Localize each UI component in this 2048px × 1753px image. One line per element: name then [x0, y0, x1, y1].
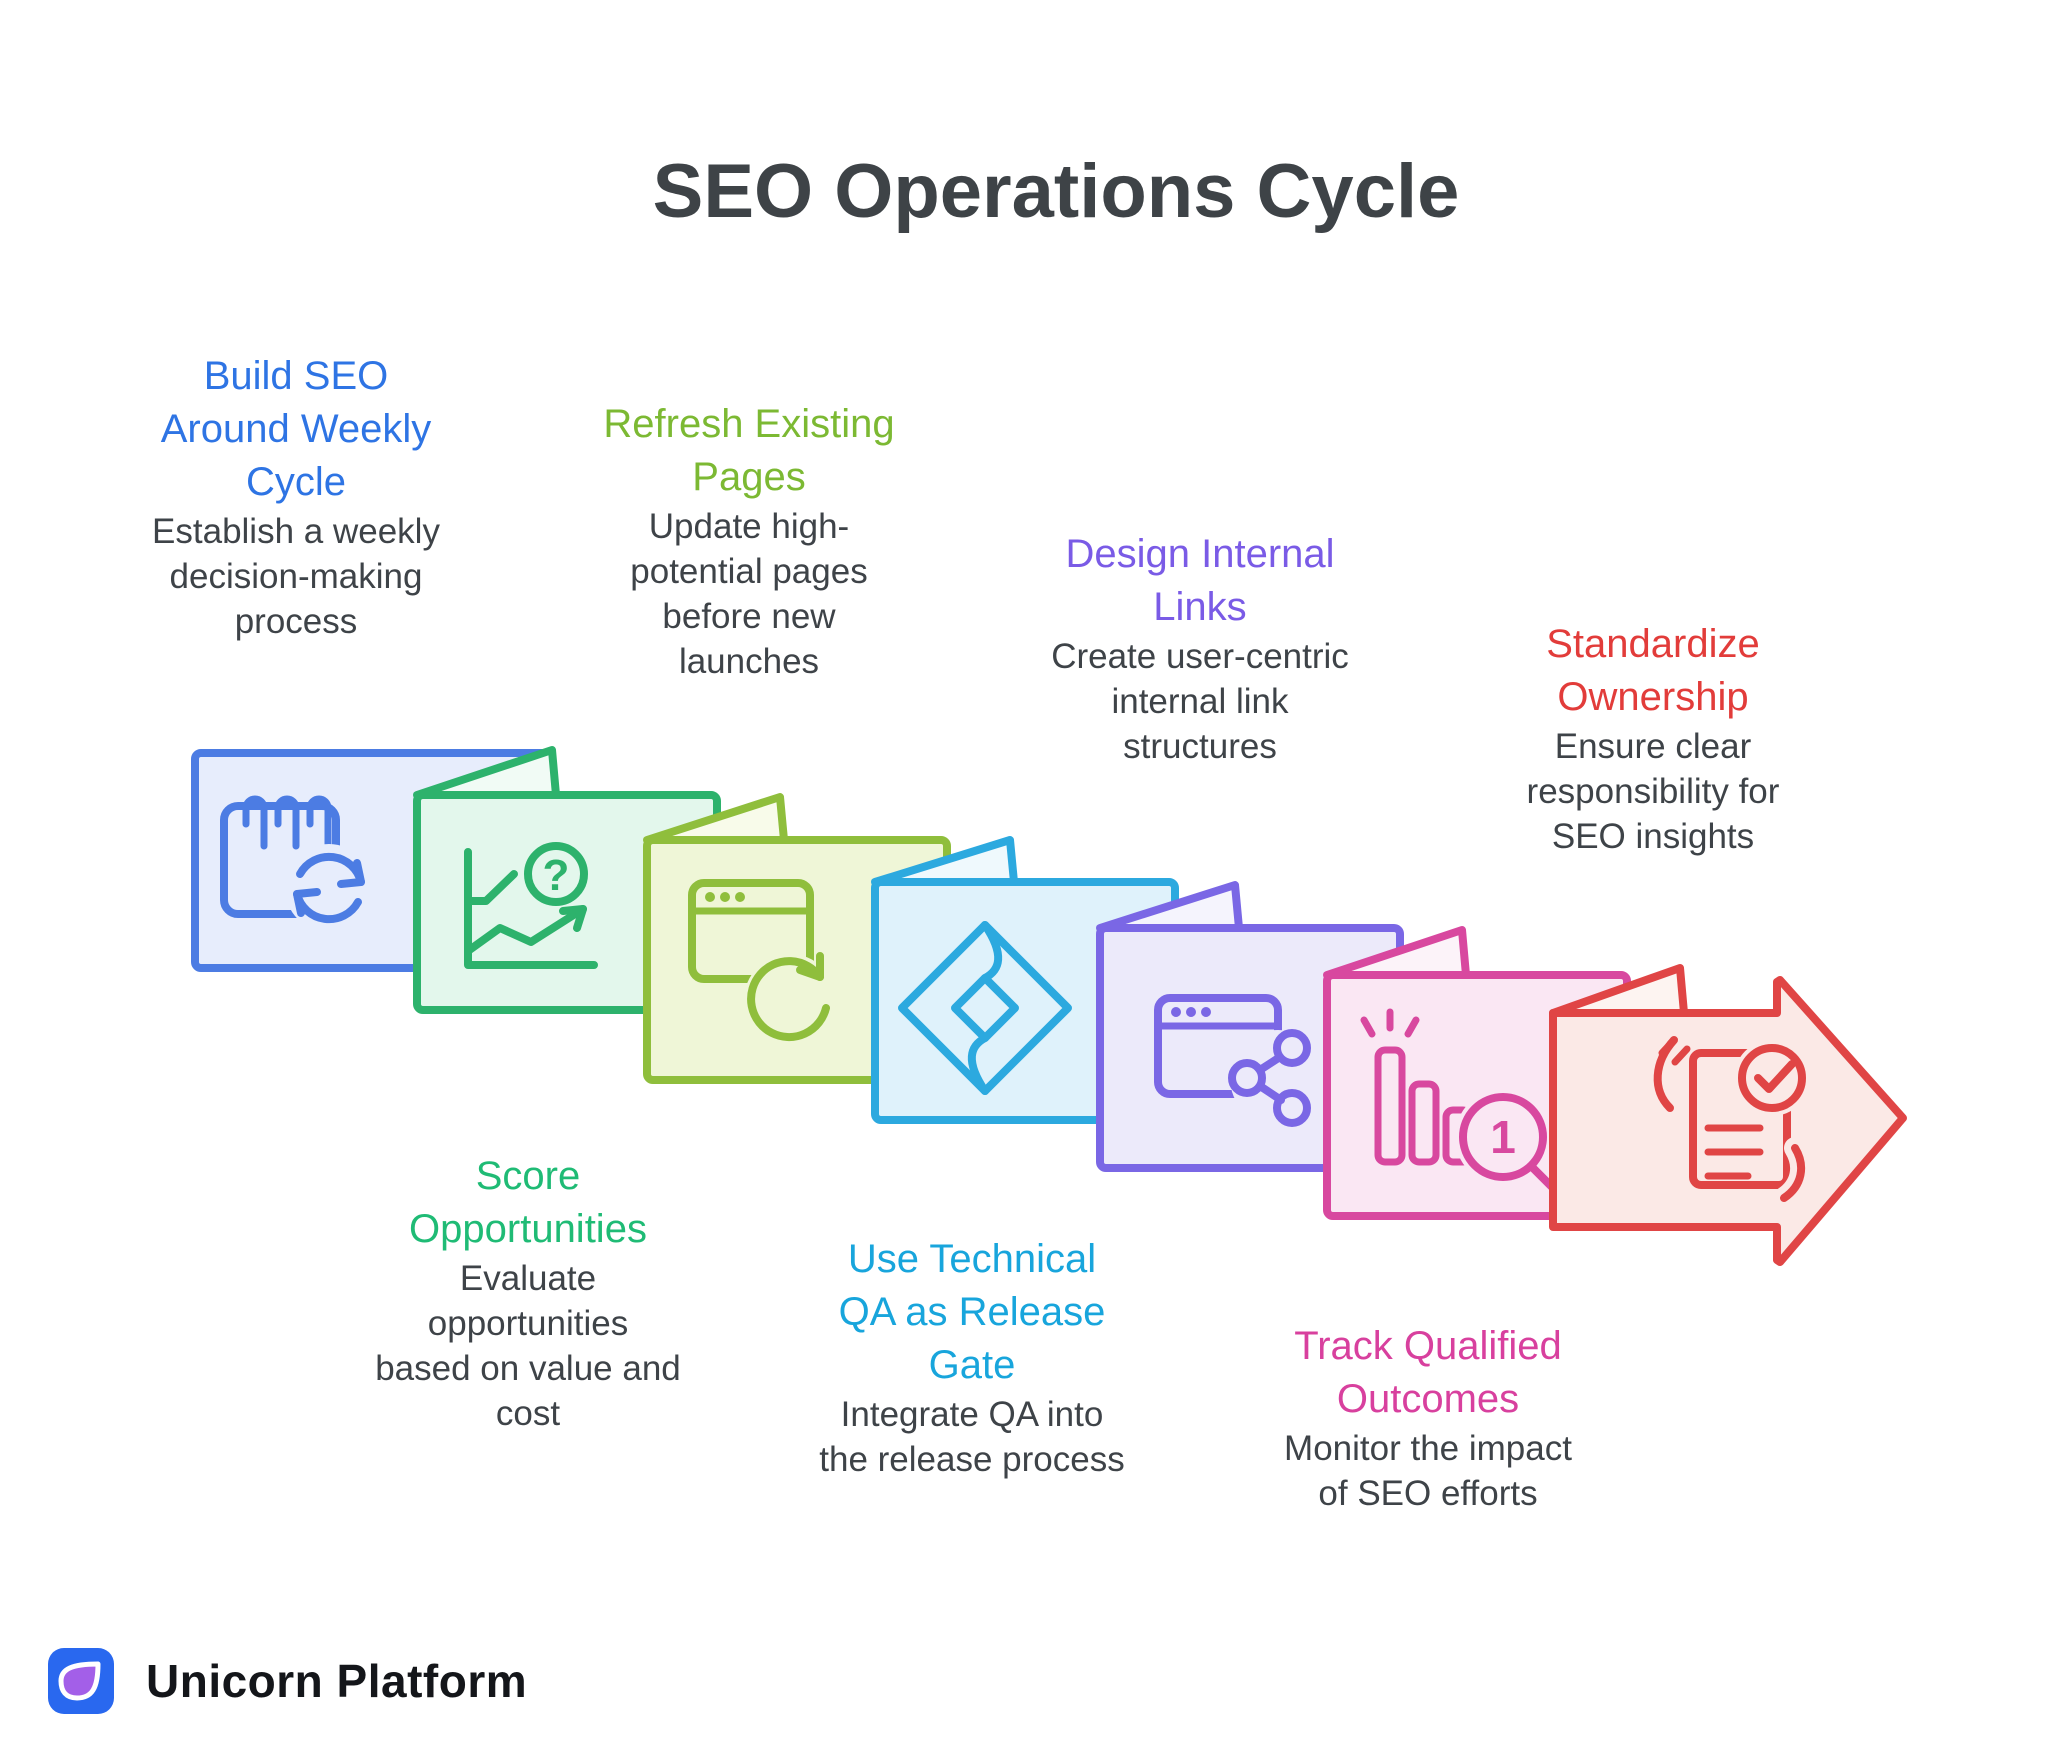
svg-text:1: 1 — [1490, 1111, 1516, 1163]
step-title: Use Technical QA as Release Gate — [838, 1237, 1106, 1387]
browser-share-icon — [1154, 994, 1326, 1127]
step-label-6: Track Qualified Outcomes Monitor the imp… — [1238, 1320, 1618, 1516]
step-label-2: Score Opportunities Evaluate opportuniti… — [338, 1150, 718, 1436]
unicorn-platform-logo — [48, 1648, 114, 1714]
step-title: Standardize Ownership — [1546, 622, 1760, 719]
brand-name: Unicorn Platform — [146, 1655, 528, 1707]
logo-petal-icon — [58, 1661, 101, 1701]
footer-brand-bar: Unicorn Platform — [48, 1648, 527, 1714]
step-description: Monitor the impact of SEO efforts — [1284, 1429, 1572, 1513]
svg-text:?: ? — [543, 851, 570, 900]
growth-chart-question-icon: ? — [464, 842, 598, 969]
bar-chart-magnifier-icon: 1 — [1360, 1008, 1559, 1194]
step-label-7: Standardize Ownership Ensure clear respo… — [1463, 618, 1843, 859]
step-description: Establish a weekly decision-making proce… — [152, 512, 440, 641]
step-title: Score Opportunities — [409, 1154, 647, 1251]
document-approval-hands-icon — [1646, 1029, 1813, 1209]
step-arrow-7 — [1549, 964, 1907, 1266]
step-title: Refresh Existing Pages — [603, 402, 895, 499]
step-description: Create user-centric internal link struct… — [1051, 637, 1349, 766]
step-label-5: Design Internal Links Create user-centri… — [1010, 528, 1390, 769]
diamond-logo-icon — [898, 921, 1072, 1095]
calendar-sync-icon — [220, 795, 373, 932]
step-label-4: Use Technical QA as Release Gate Integra… — [782, 1233, 1162, 1482]
step-label-3: Refresh Existing Pages Update high- pote… — [559, 398, 939, 684]
step-title: Track Qualified Outcomes — [1294, 1324, 1562, 1421]
step-title: Build SEO Around Weekly Cycle — [160, 354, 432, 504]
step-description: Update high- potential pages before new … — [630, 507, 868, 681]
step-label-1: Build SEO Around Weekly Cycle Establish … — [106, 350, 486, 644]
step-description: Integrate QA into the release process — [819, 1395, 1125, 1479]
step-description: Evaluate opportunities based on value an… — [375, 1259, 681, 1433]
step-title: Design Internal Links — [1065, 532, 1335, 629]
step-description: Ensure clear responsibility for SEO insi… — [1526, 727, 1780, 856]
browser-refresh-icon — [688, 879, 836, 1046]
page-title: SEO Operations Cycle — [652, 149, 1460, 234]
